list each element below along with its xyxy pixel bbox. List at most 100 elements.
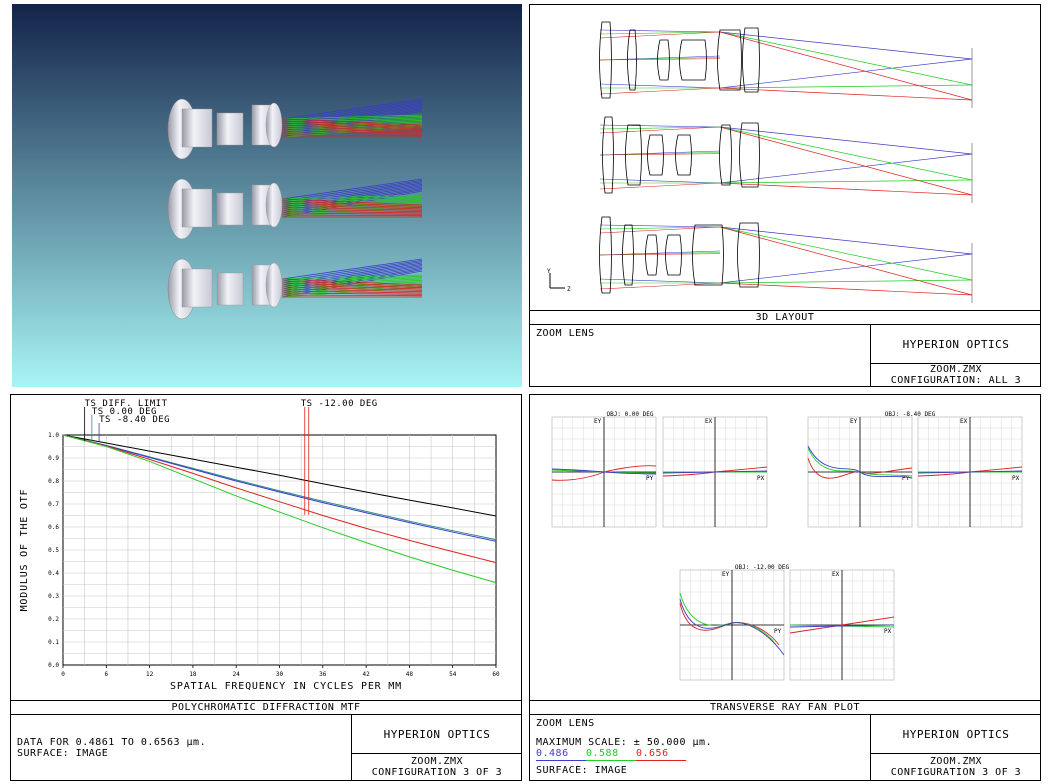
layout-file: ZOOM.ZMX [929,364,983,375]
mtf-x-tick-label: 6 [104,671,108,678]
shaded-ray [281,102,423,126]
fan-axis-label: EY [850,418,858,425]
shaded-ray [281,282,423,289]
layout-lens [599,216,612,294]
layout-ray [719,58,973,89]
layout-panel[interactable]: Y Z 3D LAYOUT ZOOM LENS HYPERION OPTICS … [529,4,1041,387]
fan-curve [807,445,913,479]
rayfan-file-cell: ZOOM.ZMX CONFIGURATION 3 OF 3 [870,753,1040,780]
layout-file-cell: ZOOM.ZMX CONFIGURATION: ALL 3 [870,363,1040,386]
mtf-y-tick-label: 0.8 [48,478,59,485]
layout-ray [599,83,721,89]
mtf-series-line [62,434,497,542]
mtf-series-line [62,434,497,584]
layout-drawing: Y Z [547,21,973,303]
shaded-ray [281,178,423,200]
mtf-legend-label: TS 0.00 DEG [92,407,157,417]
rayfan-system-name: ZOOM LENS [536,718,595,729]
layout-ray [599,124,721,128]
mtf-y-tick-label: 0.1 [48,639,59,646]
fan-pupil-label: PX [757,475,765,482]
shaded-ray [281,259,423,282]
layout-ray [599,126,721,134]
mtf-y-tick-label: 0.6 [48,524,59,531]
layout-lens [665,234,682,276]
rayfan-wl-red-line [636,760,686,761]
shaded-ray [281,294,423,297]
shaded-ray [281,181,423,204]
mtf-info-left: DATA FOR 0.4861 TO 0.6563 µm. SURFACE: I… [11,714,352,780]
shaded-config-3 [167,258,423,320]
mtf-y-tick-label: 0.4 [48,570,59,577]
layout-ray [719,31,973,86]
mtf-x-tick-label: 0 [61,671,65,678]
fan-pupil-label: PX [884,628,892,635]
rayfan-wl-blue-line [536,760,586,761]
shaded-lens-group [181,268,213,308]
shaded-ray [281,99,423,122]
rayfan-config: CONFIGURATION 3 OF 3 [890,767,1022,778]
axis-y-label: Y [547,268,551,275]
shaded-rear-lens [265,262,283,308]
layout-config-3 [599,216,973,303]
shaded-ray [281,208,423,213]
shaded-lens-group [216,192,244,226]
layout-lens [647,134,664,176]
shaded-ray [281,198,423,206]
layout-lens [657,39,670,81]
shaded-ray [281,103,423,128]
shaded-ray [281,274,423,280]
shaded-ray [281,258,423,280]
shaded-ray [281,179,423,202]
layout-lens [627,29,637,91]
layout-ray [719,279,973,284]
layout-ray [599,224,721,228]
shaded-ray [281,118,423,126]
rayfan-max-scale: MAXIMUM SCALE: ± 50.000 µm. [536,737,713,748]
layout-info-left: ZOOM LENS [530,324,871,386]
layout-ray [719,226,973,281]
layout-lens [675,134,692,176]
fan-obj1-label: OBJ: 0.00 DEG [607,411,654,418]
fan-curve [679,598,785,656]
fan-curve [789,624,895,628]
layout-ray [719,126,973,196]
mtf-y-tick-label: 0.3 [48,593,59,600]
mtf-series-line [62,434,497,517]
rayfan-company-cell: HYPERION OPTICS [870,714,1040,754]
shaded-rear-lens [265,182,283,228]
shaded-ray [281,98,423,120]
shaded-model-panel[interactable] [12,4,522,387]
layout-ray [719,253,973,284]
layout-lens [692,224,724,286]
layout-ray [599,126,721,130]
shaded-lens-group [181,108,213,148]
mtf-y-label: MODULUS OF THE OTF [19,489,30,612]
shaded-ray [281,124,423,130]
mtf-x-label: SPATIAL FREQUENCY IN CYCLES PER MM [170,681,402,692]
layout-system-name: ZOOM LENS [536,328,595,339]
layout-ray [599,29,721,33]
mtf-series-line [62,434,497,564]
fan-curve [551,468,657,475]
shaded-config-2 [167,178,423,240]
axis-z-label: Z [567,286,571,293]
shaded-ray [281,263,423,288]
layout-ray [599,31,721,35]
layout-ray [599,58,721,61]
layout-lens [742,27,760,93]
fan-axis-label: EY [594,418,602,425]
layout-ray [719,31,973,60]
layout-ray [599,253,721,256]
layout-ray [719,31,973,101]
mtf-series-line [62,434,497,541]
mtf-y-tick-label: 1.0 [48,432,59,439]
layout-lens [679,39,707,81]
